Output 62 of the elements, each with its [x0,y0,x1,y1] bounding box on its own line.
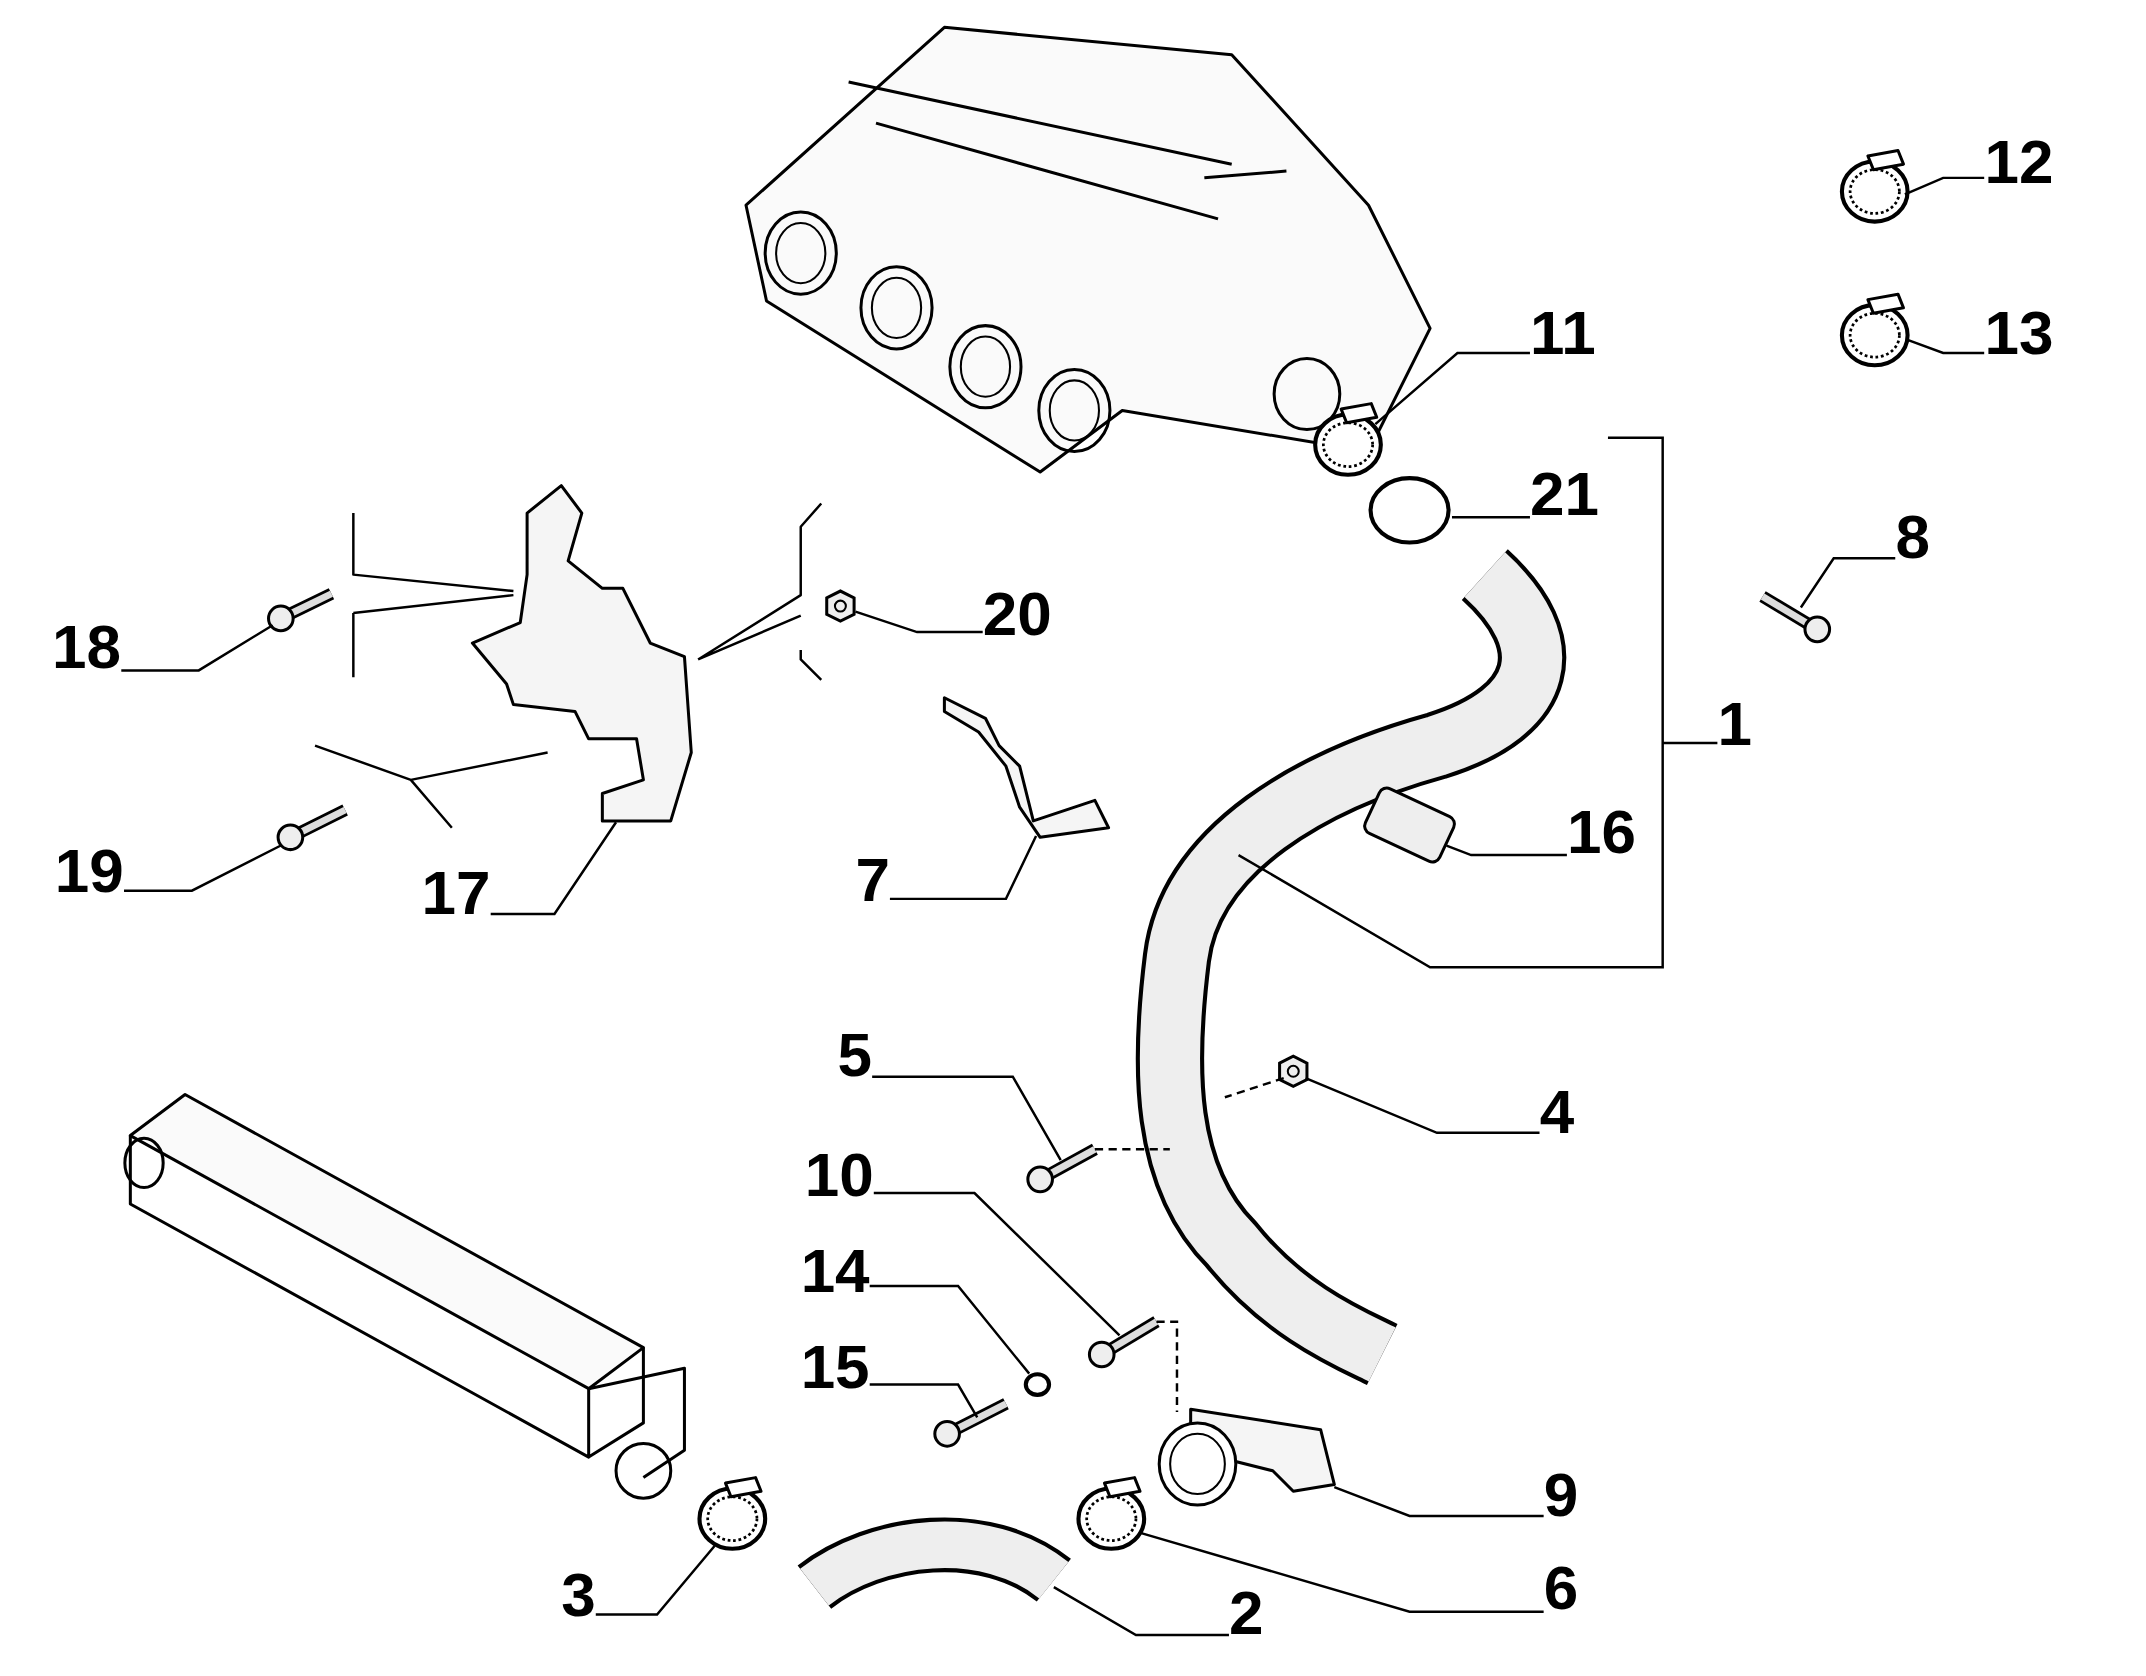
callout-number: 8 [1895,506,1930,569]
callout-number: 18 [52,615,121,678]
callout-number: 16 [1567,800,1637,863]
callout-number: 14 [800,1239,870,1302]
leader-line [1452,515,1530,519]
callout-number: 20 [982,583,1052,646]
nut [825,589,856,623]
callout-number: 12 [1984,131,2054,194]
leader-line [1138,1531,1544,1613]
leader-line [1904,176,1985,196]
leader-line [1224,1076,1285,1099]
o-ring [1368,476,1451,545]
callout-number: 17 [421,862,491,925]
leader-line [121,624,274,672]
leader-line [1799,557,1896,609]
callout-number: 10 [804,1144,874,1207]
callout-number: 11 [1530,302,1596,365]
leader-line [869,1383,979,1419]
leader-line [872,1075,1062,1161]
leader-line [1446,844,1567,857]
rubber-hose [798,1517,1070,1610]
pipe-flange [1157,1407,1336,1507]
callout-number: 19 [54,840,124,903]
hose-clamp [1313,402,1383,477]
hose-clamp [1839,149,1910,224]
callout-number: 21 [1530,462,1600,525]
bolt [1026,1143,1098,1194]
bolt [276,804,348,852]
callout-number: 7 [855,848,890,911]
callout-number: 5 [837,1023,873,1086]
bolt [1759,591,1832,644]
leader-line [595,1545,716,1616]
callout-number: 1 [1717,692,1753,755]
leader-line [1156,1320,1179,1412]
callout-number: 9 [1543,1464,1579,1527]
callout-number: 2 [1229,1582,1264,1645]
bolt [267,588,335,633]
hose-clamp [697,1476,768,1551]
leader-line [855,610,983,634]
callout-number: 15 [800,1335,870,1398]
leader-line [1374,351,1530,426]
leader-line [124,844,282,892]
leader-line [889,835,1038,901]
leader-line [490,821,618,916]
bolt [933,1398,1009,1448]
leader-line [1237,436,1719,969]
leader-line [869,1284,1031,1375]
leader-line [1094,1148,1170,1151]
leader-line [1333,1486,1544,1518]
mounting-bracket [470,484,693,823]
leader-line [873,1191,1121,1337]
callout-number: 6 [1543,1557,1579,1620]
mounting-bracket [942,696,1111,839]
hose-clamp [1839,292,1910,368]
washer [1023,1372,1052,1397]
bolt [1087,1316,1160,1369]
hose-clamp [1076,1476,1147,1551]
leader-line [1305,1076,1540,1135]
callout-number: 3 [561,1564,596,1627]
callout-number: 13 [1984,302,2054,365]
leader-line [1053,1586,1229,1637]
callout-number: 4 [1539,1081,1575,1144]
